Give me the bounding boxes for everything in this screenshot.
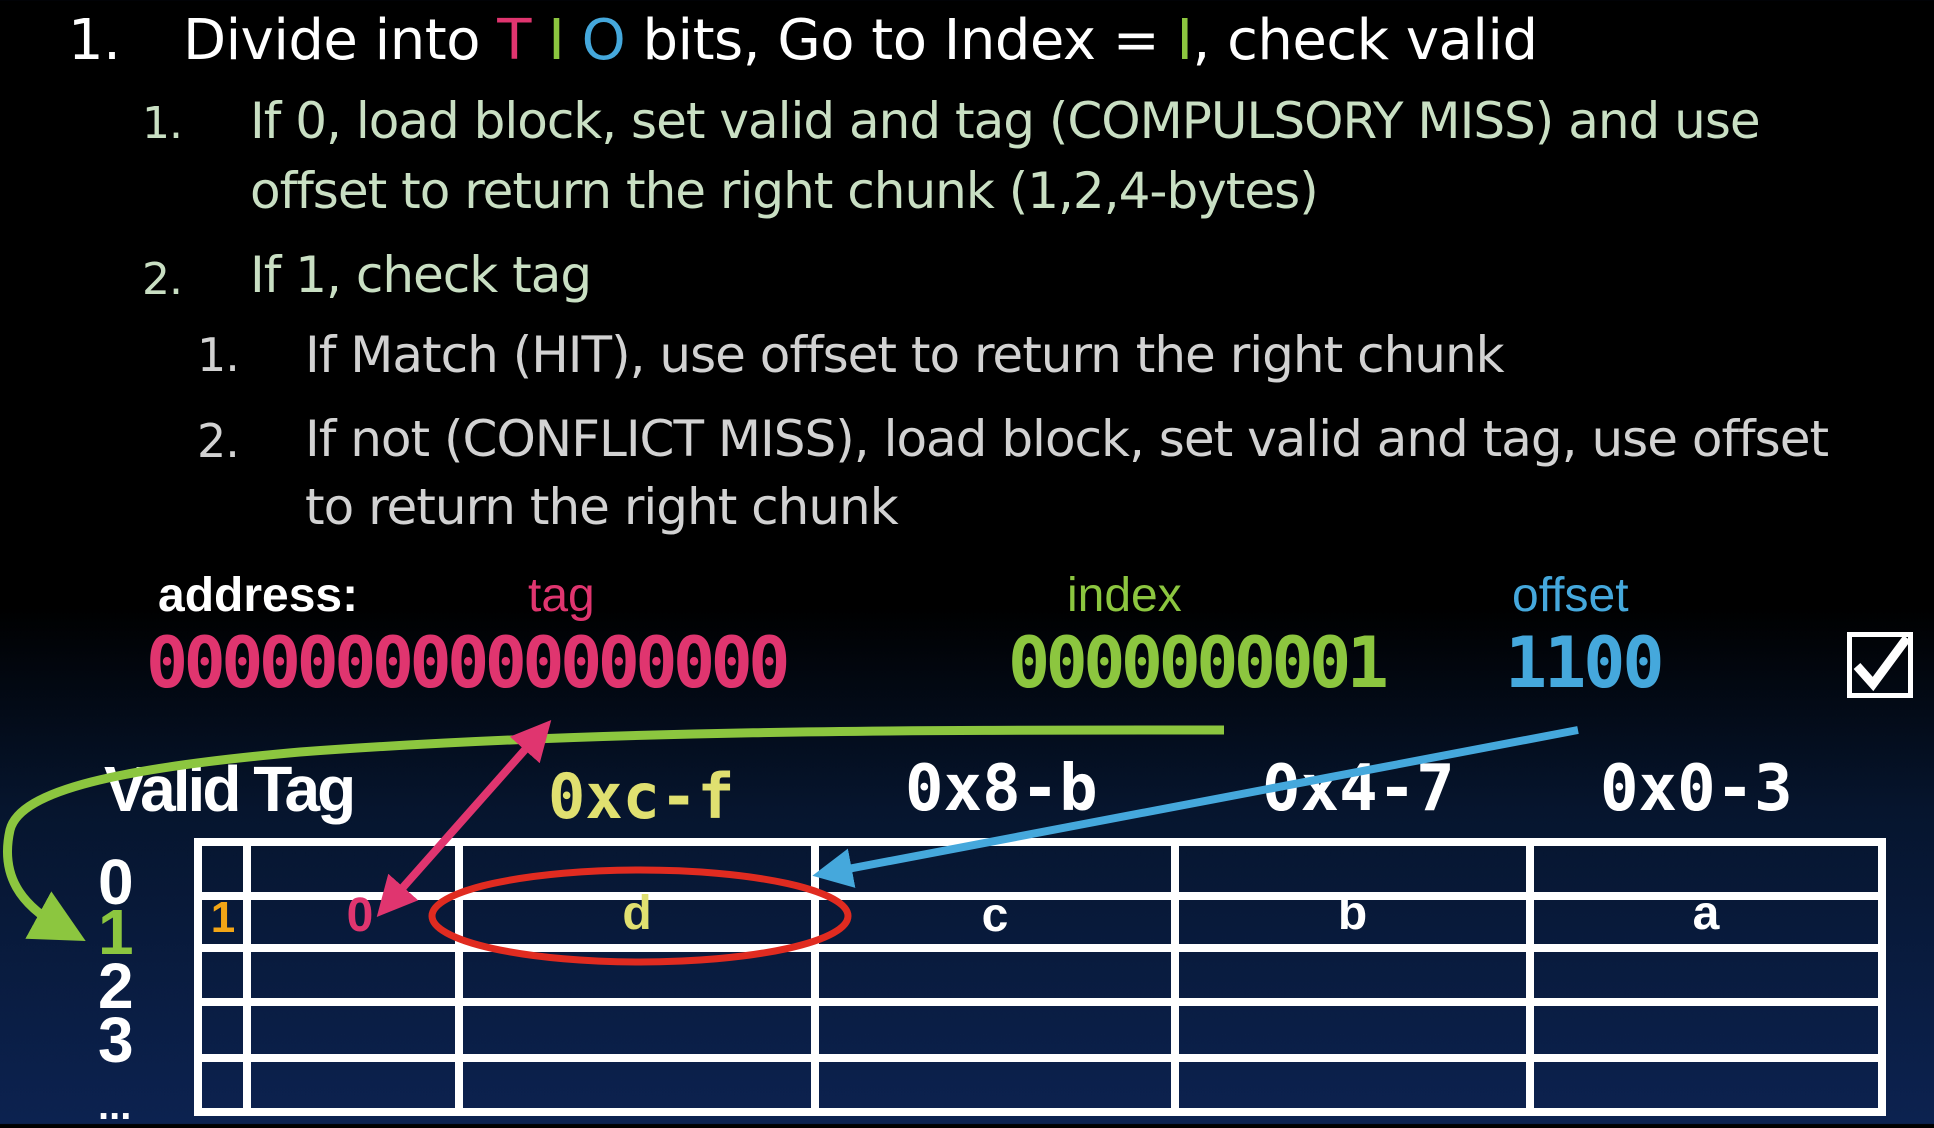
step-1-prefix: Divide into xyxy=(183,8,498,73)
offset-field-label: offset xyxy=(1512,569,1629,622)
col-header-0x4-7: 0x4-7 xyxy=(1262,752,1455,826)
step-1-suffix: , check valid xyxy=(1192,8,1538,73)
address-label: address: xyxy=(158,569,359,622)
step-1-1-line2: offset to return the right chunk (1,2,4-… xyxy=(250,162,1319,220)
offset-bits: 1100 xyxy=(1505,622,1665,704)
index-bits: 0000000001 xyxy=(1008,622,1389,704)
tag-field-label: tag xyxy=(528,569,595,622)
row1-chunk-b: b xyxy=(1337,887,1368,940)
step-1-2-2-line1: If not (CONFLICT MISS), load block, set … xyxy=(305,410,1829,468)
step-1-2-2-line2: to return the right chunk xyxy=(305,478,899,536)
step-1-1-line1: If 0, load block, set valid and tag (COM… xyxy=(250,92,1761,150)
col-header-0xc-f: 0xc-f xyxy=(548,760,735,833)
step-1-index-i: I xyxy=(1176,8,1194,73)
step-1-number: 1. xyxy=(68,8,121,73)
row1-tag: 0 xyxy=(346,889,374,942)
row1-valid-bit: 1 xyxy=(210,893,236,942)
step-1-2-1-text: If Match (HIT), use offset to return the… xyxy=(305,326,1505,384)
checkbox-checked-icon xyxy=(1847,632,1913,698)
tag-bits: 00000000000000000 xyxy=(146,622,790,704)
step-1-text: Divide into T I O bits, Go to Index = I,… xyxy=(183,8,1538,73)
step-1-i: I xyxy=(548,8,565,73)
highlight-circle xyxy=(428,866,852,966)
row1-chunk-c: c xyxy=(981,889,1009,942)
step-1-2-2-number: 2. xyxy=(197,414,240,468)
tag-arrow xyxy=(376,720,552,917)
row-label-1: 1 xyxy=(98,896,134,968)
row1-chunk-a: a xyxy=(1692,887,1720,940)
index-arrow xyxy=(2,725,1225,941)
step-1-t: T xyxy=(497,8,531,73)
step-1-2-1-number: 1. xyxy=(197,328,240,382)
col-header-0x8-b: 0x8-b xyxy=(905,752,1098,826)
step-1-2-text: If 1, check tag xyxy=(250,246,592,304)
row-label-0: 0 xyxy=(98,846,134,918)
step-1-1-number: 1. xyxy=(142,98,183,149)
step-1-o: O xyxy=(581,8,626,73)
step-1-2-number: 2. xyxy=(142,254,183,305)
col-header-0x0-3: 0x0-3 xyxy=(1600,752,1793,826)
offset-arrow xyxy=(812,726,1579,888)
valid-tag-header: Valid Tag xyxy=(104,753,356,825)
row1-chunk-d: d xyxy=(622,887,652,940)
row-label-2: 2 xyxy=(98,950,134,1022)
index-field-label: index xyxy=(1067,569,1182,622)
row-label-more: ... xyxy=(98,1084,132,1128)
step-1-mid: bits, Go to Index = xyxy=(625,8,1177,73)
row-label-3: 3 xyxy=(98,1004,134,1076)
